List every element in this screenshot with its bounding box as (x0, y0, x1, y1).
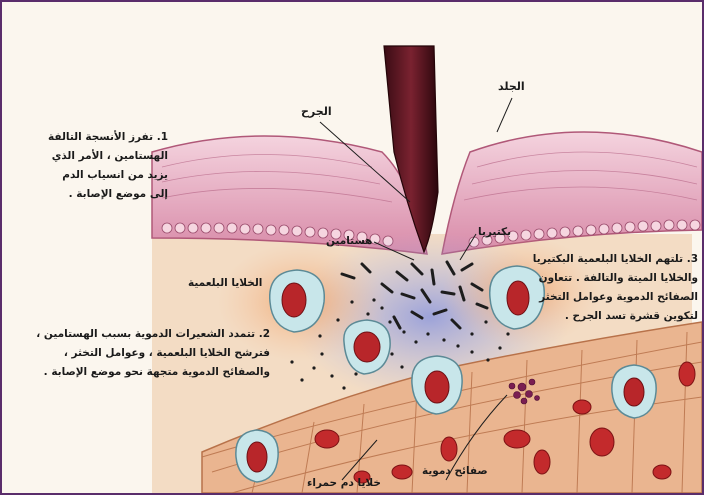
label-histamine: هستامين (326, 235, 372, 247)
label-phagocytes: الخلايا البلعمية (188, 277, 262, 289)
step-2-text: 2. تتمدد الشعيرات الدموية بسبب الهستامين… (8, 325, 270, 382)
step-3-line-3: الصفائح الدموية وعوامل التخثر (542, 288, 698, 307)
step-1-line-3: يزيد من انسياب الدم (8, 166, 168, 185)
step-1-text: 1. تفرز الأنسجة التالفة الهستامين ، الأم… (8, 128, 168, 204)
phagocyte-6 (612, 365, 656, 418)
phagocyte-3 (490, 266, 545, 329)
label-bacteria: بكتيريا (478, 226, 511, 238)
phagocyte-2 (344, 320, 390, 374)
phagocyte-5 (236, 430, 278, 482)
step-1-line-2: الهستامين ، الأمر الذي (8, 147, 168, 166)
label-wound: الجرح (301, 105, 332, 118)
step-3-line-4: لتكوين قشرة تسد الجرح . (542, 307, 698, 326)
phagocyte-4 (412, 356, 462, 414)
step-1-line-1: 1. تفرز الأنسجة التالفة (8, 128, 168, 147)
label-skin: الجلد (498, 80, 525, 93)
step-3-text: 3. تلتهم الخلايا البلعمية البكتيريا والخ… (542, 250, 698, 326)
step-2-line-3: والصفائح الدموية متجهة نحو موضع الإصابة … (8, 363, 270, 382)
step-3-line-1: 3. تلتهم الخلايا البلعمية البكتيريا (542, 250, 698, 269)
step-3-line-2: والخلايا الميتة والتالفة . تتعاون (542, 269, 698, 288)
phagocyte-1 (270, 270, 325, 332)
step-2-line-1: 2. تتمدد الشعيرات الدموية بسبب الهستامين… (8, 325, 270, 344)
label-red-blood-cells: خلايا دم حمراء (307, 477, 381, 489)
step-2-line-2: فترشح الخلايا البلعمية ، وعوامل التخثر ، (8, 344, 270, 363)
label-platelets: صفائح دموية (422, 465, 488, 477)
step-1-line-4: إلى موضع الإصابة . (8, 185, 168, 204)
